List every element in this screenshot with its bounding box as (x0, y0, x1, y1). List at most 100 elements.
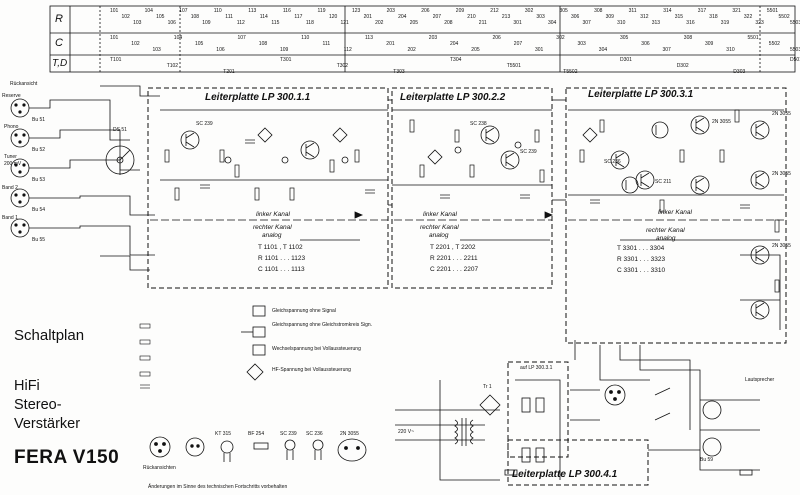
parts-kt315: KT 315 (215, 431, 232, 437)
ref-R-102: 102 (121, 14, 130, 20)
ref-C-112: 112 (343, 47, 352, 53)
input-bu-tuner: Bu 53 (32, 177, 46, 183)
ref-R-107: 107 (179, 8, 188, 14)
board-lp300-2-outline (391, 87, 553, 289)
ref-R-110: 110 (213, 8, 222, 14)
ref-R-211: 211 (478, 20, 487, 26)
transistor-t502-icon (750, 170, 770, 190)
board-lp300-1-outline (147, 87, 389, 289)
legend-dc-no-signal: Gleichspannung ohne Signal (272, 308, 336, 314)
ref-R-120: 120 (329, 14, 338, 20)
arrow-icon (354, 211, 364, 219)
ref-C-304: 304 (598, 47, 608, 53)
legend-ac: Wechselspannung bei Vollaussteuerung (272, 346, 361, 352)
board-title-lp300-4: Leiterplatte LP 300.4.1 (512, 469, 618, 480)
ref-C-310: 310 (726, 47, 735, 53)
ref-R-307: 307 (582, 20, 591, 26)
measurement-point-icons (224, 141, 522, 164)
fuse-icon (504, 469, 753, 476)
ref-R-205: 205 (409, 20, 419, 26)
ref-C-107: 107 (237, 35, 246, 41)
kanal-right-1: rechter Kanal (253, 224, 292, 231)
ref-R-303: 303 (536, 14, 545, 20)
ref-R-323: 323 (755, 20, 764, 26)
ref-C-101: 101 (110, 35, 119, 41)
board3-list-c: C 3301 . . . 3310 (617, 267, 666, 274)
capacitor-bank-icon (521, 397, 545, 463)
board1-list-r: R 1101 . . . 1123 (258, 255, 306, 262)
transistor-t301-icon (610, 150, 630, 170)
transformer-label: Tr 1 (483, 384, 492, 390)
ref-R-314: 314 (663, 8, 672, 14)
t503-type: 2N 3055 (772, 243, 791, 249)
headphone-socket-icon (702, 400, 722, 457)
ref-C-106: 106 (216, 47, 225, 53)
board2-list-t: T 2201 , T 2202 (430, 244, 476, 251)
footer-note: Änderungen im Sinne des technischen Fort… (148, 484, 288, 490)
ds51-label: DS 51 (113, 127, 127, 133)
transistor-t5501-icon (750, 245, 770, 265)
row-label-td: T,D (52, 58, 68, 69)
transistor-t304-icon (690, 175, 710, 195)
input-label-band1: Band 1 (2, 215, 18, 221)
parts-sc239: SC 239 (280, 431, 297, 437)
ref-C-302: 302 (556, 35, 565, 41)
transistor-t302-icon (635, 170, 655, 190)
t1101-type: SC 239 (196, 121, 213, 127)
ref-R-117: 117 (294, 14, 303, 20)
transformer-icon (454, 418, 474, 446)
ref-TD-T5502: T5502 (563, 69, 578, 75)
ref-C-309: 309 (705, 41, 714, 47)
board-lp300-4-outline (507, 439, 649, 486)
legend-hf: HF-Spannung bei Vollaussteuerung (272, 367, 351, 373)
title-stereo: Stereo- (14, 397, 62, 413)
kanal-right-2: rechter Kanal (420, 224, 459, 231)
ref-R-104: 104 (144, 8, 153, 14)
ref-C-5503: 5503 (790, 47, 800, 53)
ref-TD-T5501: T5501 (506, 63, 521, 69)
ref-R-317: 317 (697, 8, 707, 14)
socket-reserve-icon (10, 98, 30, 118)
parts-rueckansichten: Rückansichten (143, 465, 176, 471)
kanal-right-3: rechter Kanal (646, 227, 685, 234)
ref-R-116: 116 (282, 8, 291, 14)
ref-C-305: 305 (620, 35, 629, 41)
mains-label: 220 V~ (398, 429, 414, 435)
board1-list-t: T 1101 , T 1102 (258, 244, 303, 251)
input-label-reserve: Reserve (2, 93, 21, 99)
input-sub-tuner: 200 mV (4, 161, 22, 167)
ref-R-315: 315 (674, 14, 684, 20)
ref-C-113: 113 (365, 35, 373, 41)
ref-TD-T201: T201 (223, 69, 235, 75)
ref-C-5501: 5501 (747, 35, 759, 41)
ref-R-5502: 5502 (778, 14, 790, 20)
ref-C-204: 204 (450, 41, 459, 47)
board3-list-t: T 3301 . . . 3304 (617, 245, 665, 252)
title-verstaerker: Verstärker (14, 416, 81, 432)
t301-type: SC 236 (604, 159, 621, 165)
ref-R-312: 312 (640, 14, 649, 20)
ref-R-316: 316 (686, 20, 695, 26)
ref-C-201: 201 (386, 41, 395, 47)
ref-C-202: 202 (407, 47, 416, 53)
ref-C-206: 206 (492, 35, 501, 41)
ref-C-104: 104 (173, 35, 183, 41)
ref-R-302: 302 (524, 8, 534, 14)
loudspeaker-label: Lautsprecher (745, 377, 775, 383)
ref-TD-T102: T102 (166, 63, 179, 69)
row-label-r: R (55, 13, 63, 25)
input-label-tuner: Tuner (4, 154, 17, 160)
ref-C-308: 308 (683, 35, 693, 41)
ref-R-318: 318 (709, 14, 718, 20)
title-model: FERA V150 (14, 447, 120, 468)
ref-R-304: 304 (548, 20, 557, 26)
ref-R-305: 305 (559, 8, 568, 14)
board1-list-c: C 1101 . . . 1113 (258, 266, 305, 273)
ref-R-202: 202 (375, 20, 384, 26)
input-bu-reserve: Bu 51 (32, 117, 46, 123)
ref-R-306: 306 (571, 14, 580, 20)
row-label-c: C (55, 37, 63, 49)
ref-C-207: 207 (513, 41, 523, 47)
ref-R-308: 308 (594, 8, 603, 14)
